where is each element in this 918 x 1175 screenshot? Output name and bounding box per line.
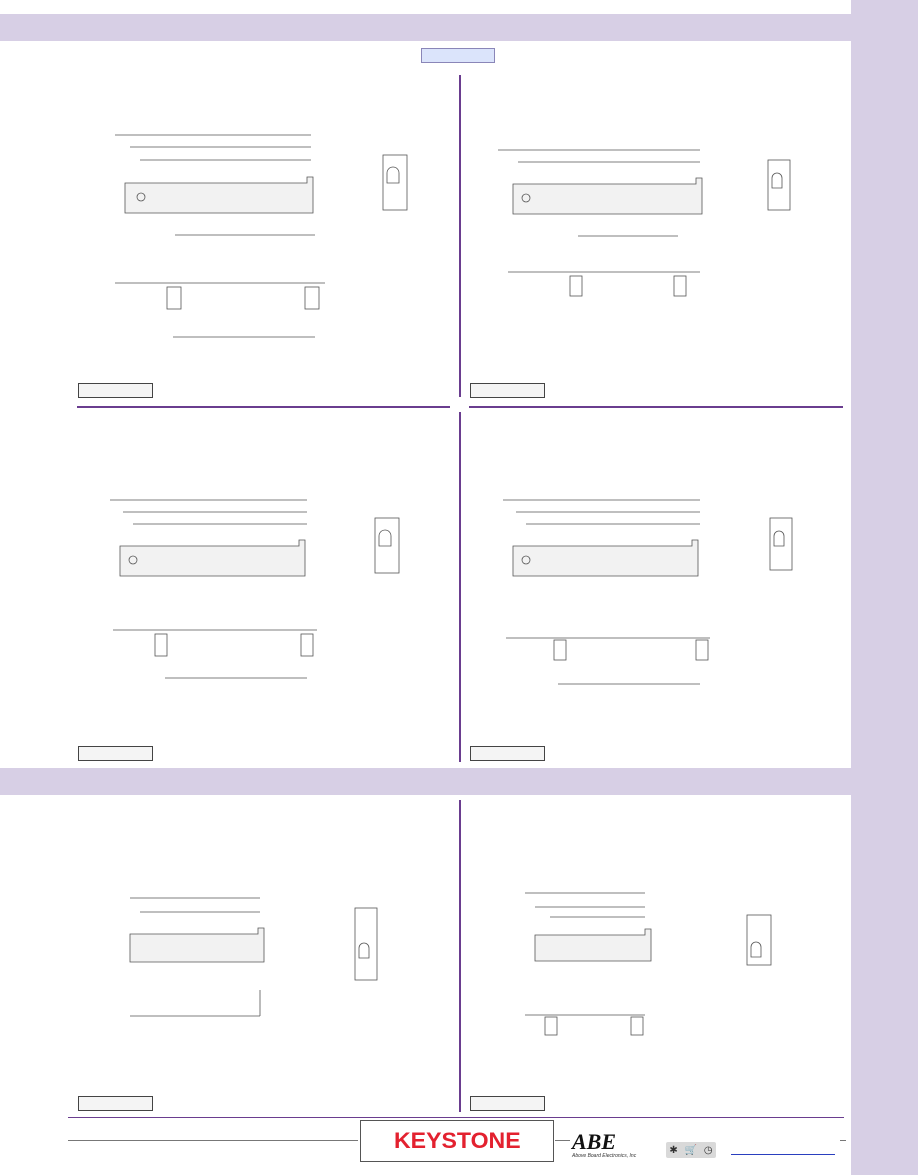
horizontal-divider-left — [77, 406, 450, 408]
abe-tagline: Above Board Electronics, Inc — [572, 1153, 637, 1159]
horizontal-divider-right — [469, 406, 843, 408]
bracket-drawing-4 — [478, 490, 838, 690]
bracket-drawing-6 — [495, 885, 815, 1045]
footer-top-rule — [68, 1117, 844, 1118]
vertical-divider-2 — [459, 412, 461, 762]
section-band — [0, 768, 851, 795]
caption-box-3 — [78, 746, 153, 761]
bracket-drawing-2 — [478, 138, 838, 338]
vertical-divider-1 — [459, 75, 461, 397]
bracket-drawing-5 — [100, 890, 420, 1030]
keystone-logo[interactable]: KEYSTONE — [360, 1120, 554, 1162]
footer-link-underline[interactable] — [731, 1154, 835, 1155]
abe-logo[interactable]: ABE Above Board Electronics, Inc — [572, 1131, 662, 1161]
header-band — [0, 14, 851, 41]
footer-rule-right — [840, 1140, 846, 1141]
right-sidebar — [851, 0, 918, 1175]
caption-box-6 — [470, 1096, 545, 1111]
keystone-logo-text: KEYSTONE — [393, 1128, 521, 1153]
footer-rule-left — [68, 1140, 358, 1141]
caption-box-2 — [470, 383, 545, 398]
bracket-drawing-3 — [85, 490, 445, 690]
footer-rule-mid — [555, 1140, 570, 1141]
caption-box-1 — [78, 383, 153, 398]
vertical-divider-3 — [459, 800, 461, 1112]
cart-icon[interactable]: 🛒 — [684, 1144, 698, 1156]
section-tab[interactable] — [421, 48, 495, 63]
clock-icon[interactable]: ◷ — [703, 1144, 713, 1156]
bracket-drawing-1 — [85, 125, 445, 345]
abe-logo-text: ABE — [572, 1129, 617, 1154]
gear-icon[interactable]: ✱ — [669, 1144, 678, 1156]
caption-box-5 — [78, 1096, 153, 1111]
footer-icon-strip: ✱ 🛒 ◷ — [666, 1142, 716, 1158]
caption-box-4 — [470, 746, 545, 761]
